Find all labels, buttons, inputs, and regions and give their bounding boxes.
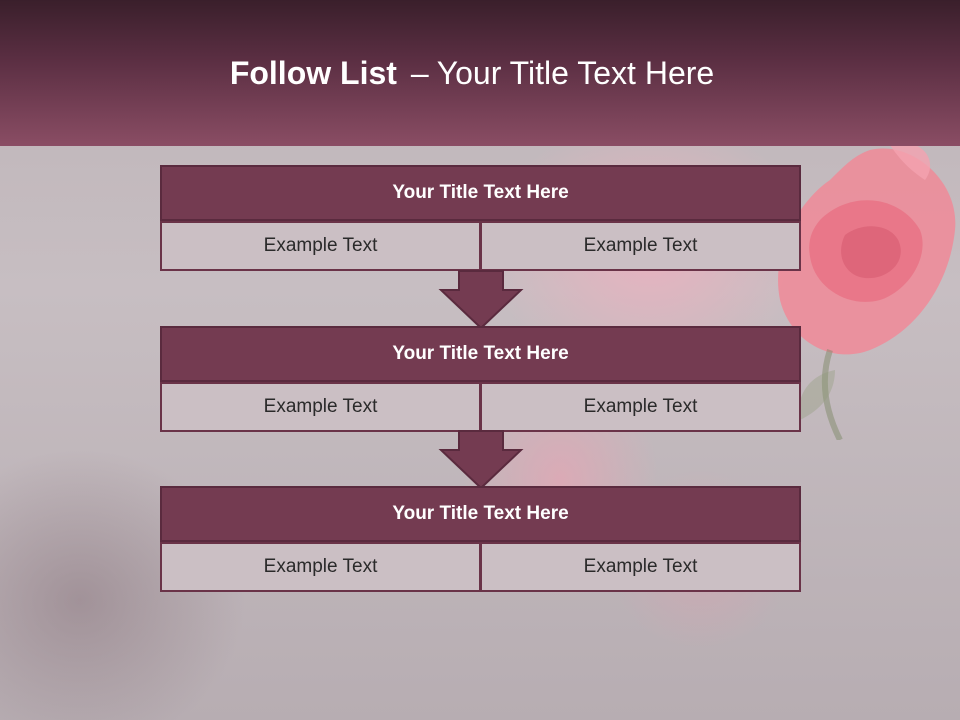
slide-title: Follow List–Your Title Text Here <box>0 55 944 92</box>
step-block-1: Your Title Text Here Example Text Exampl… <box>160 165 801 271</box>
step-3-right-cell: Example Text <box>480 542 801 592</box>
down-arrow-icon <box>438 430 524 490</box>
title-text: Your Title Text Here <box>436 55 715 91</box>
title-dash: – <box>410 55 429 91</box>
rose-image <box>778 142 956 440</box>
step-title-3: Your Title Text Here <box>160 486 801 542</box>
title-bar: Follow List–Your Title Text Here <box>0 0 960 146</box>
step-title-2: Your Title Text Here <box>160 326 801 382</box>
step-3-left-cell: Example Text <box>160 542 481 592</box>
step-1-right-cell: Example Text <box>480 221 801 271</box>
step-block-3: Your Title Text Here Example Text Exampl… <box>160 486 801 592</box>
step-2-left-cell: Example Text <box>160 382 481 432</box>
down-arrow-icon <box>438 270 524 330</box>
step-2-right-cell: Example Text <box>480 382 801 432</box>
step-1-left-cell: Example Text <box>160 221 481 271</box>
step-title-1: Your Title Text Here <box>160 165 801 221</box>
step-block-2: Your Title Text Here Example Text Exampl… <box>160 326 801 432</box>
title-bold: Follow List <box>229 55 397 91</box>
